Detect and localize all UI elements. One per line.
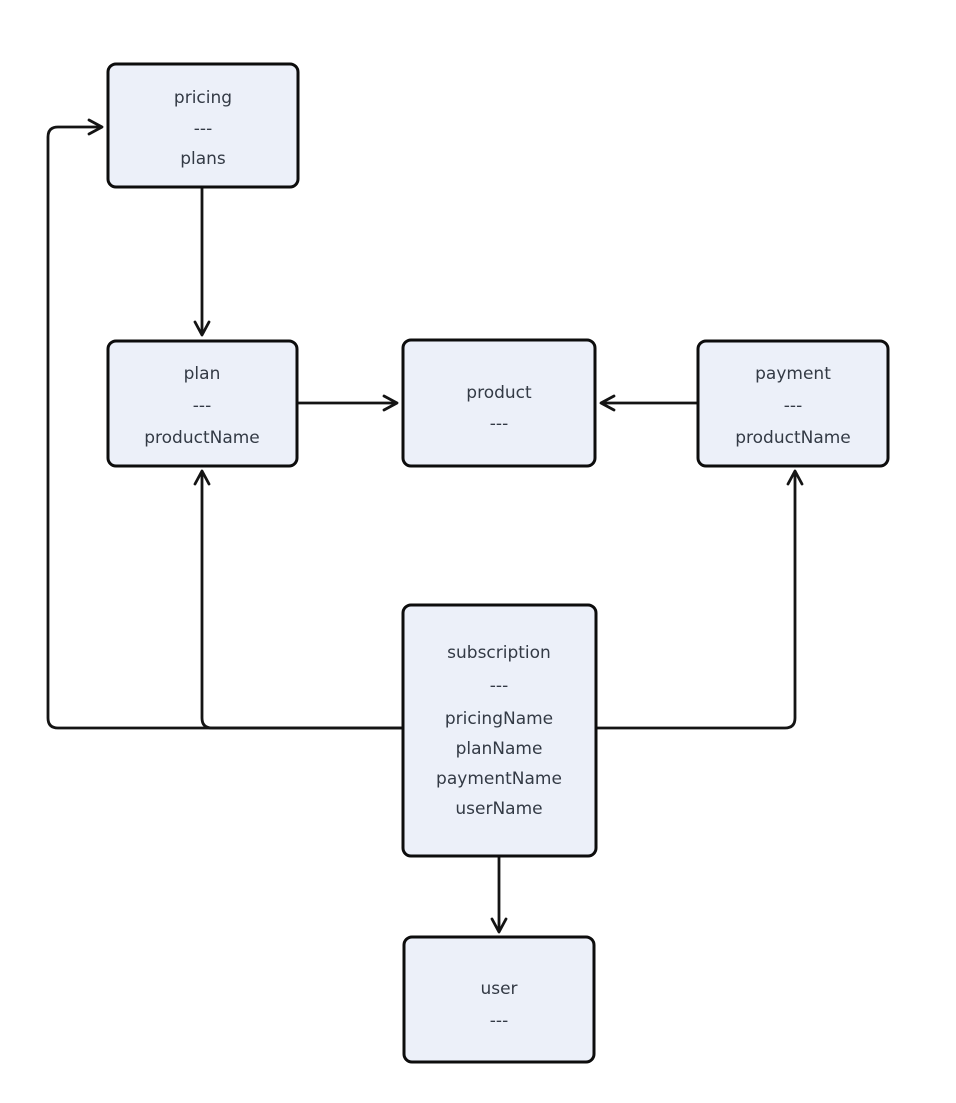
node-user: user --- — [402, 935, 596, 1064]
node-product-box — [401, 338, 597, 468]
node-payment-title: payment — [755, 364, 831, 384]
node-payment: payment --- productName — [696, 339, 890, 468]
node-subscription-field-pricing-name: pricingName — [445, 709, 553, 729]
node-subscription-box — [401, 603, 598, 858]
edge-subscription-to-payment — [596, 469, 804, 730]
node-pricing: pricing --- plans — [106, 62, 300, 189]
node-plan-field: productName — [144, 428, 260, 448]
node-plan-box — [106, 339, 299, 468]
node-product-title: product — [466, 383, 532, 403]
node-subscription-title: subscription — [447, 643, 551, 663]
node-payment-field: productName — [735, 428, 851, 448]
node-user-title: user — [480, 979, 517, 999]
node-user-divider: --- — [490, 1011, 508, 1031]
node-subscription: subscription --- pricingName planName pa… — [401, 603, 598, 858]
node-subscription-field-plan-name: planName — [456, 739, 543, 759]
node-payment-box — [696, 339, 890, 468]
node-plan-title: plan — [184, 364, 221, 384]
edge-subscription-to-pricing — [46, 118, 403, 730]
node-subscription-field-user-name: userName — [455, 799, 542, 819]
node-subscription-field-payment-name: paymentName — [436, 769, 562, 789]
node-subscription-divider: --- — [490, 676, 508, 696]
node-user-box — [402, 935, 596, 1064]
node-payment-divider: --- — [784, 396, 802, 416]
node-product: product --- — [401, 338, 597, 468]
edge-layer — [46, 118, 804, 934]
node-product-divider: --- — [490, 414, 508, 434]
edge-subscription-to-plan — [193, 469, 403, 730]
node-plan: plan --- productName — [106, 339, 299, 468]
node-plan-divider: --- — [193, 396, 211, 416]
node-pricing-divider: --- — [194, 119, 212, 139]
node-pricing-box — [106, 62, 300, 189]
node-pricing-field: plans — [180, 149, 226, 169]
node-pricing-title: pricing — [174, 88, 232, 108]
